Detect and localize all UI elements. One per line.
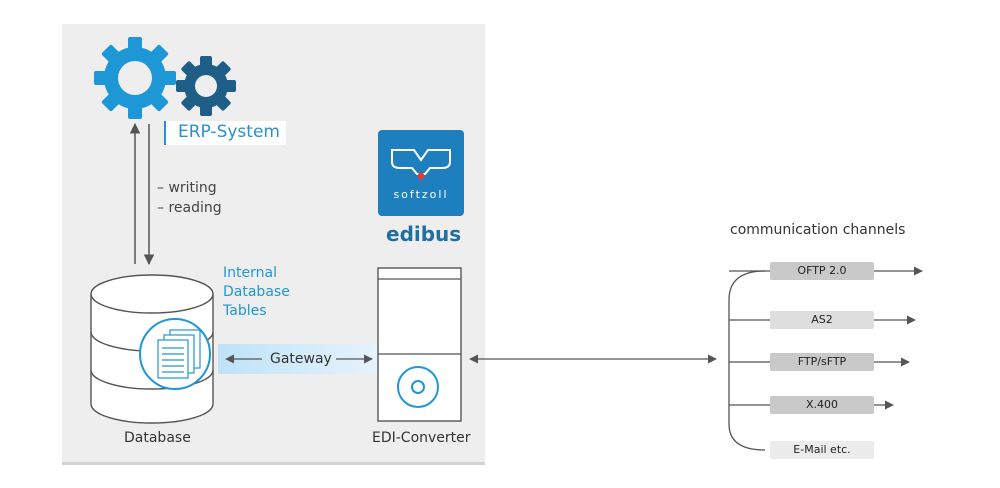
edi-converter-caption: EDI-Converter [372, 430, 471, 446]
channel-pill-ftp: FTP/sFTP [770, 353, 874, 371]
logo-brand-text: softzoll [393, 188, 449, 201]
writing-label: – writing [157, 180, 217, 196]
channel-pill-x400: X.400 [770, 396, 874, 414]
gateway-label: Gateway [270, 351, 332, 367]
edi-converter-icon [377, 267, 462, 422]
tables-label-line2: Database [223, 284, 290, 300]
documents-icon [139, 318, 211, 390]
gear-small-icon [176, 56, 236, 116]
channels-title: communication channels [730, 222, 906, 238]
gear-large-icon [94, 37, 176, 119]
database-caption: Database [124, 430, 191, 446]
softzoll-logo: softzoll [378, 130, 464, 216]
erp-system-label: ERP-System [164, 121, 286, 145]
edibus-label: edibus [386, 222, 462, 246]
channel-pill-oftp: OFTP 2.0 [770, 262, 874, 280]
tables-label-line3: Tables [223, 303, 267, 319]
reading-label: – reading [157, 200, 222, 216]
channel-bracket [728, 270, 766, 451]
channel-pill-email: E-Mail etc. [770, 441, 874, 459]
channel-pill-as2: AS2 [770, 311, 874, 329]
tables-label-line1: Internal [223, 265, 277, 281]
